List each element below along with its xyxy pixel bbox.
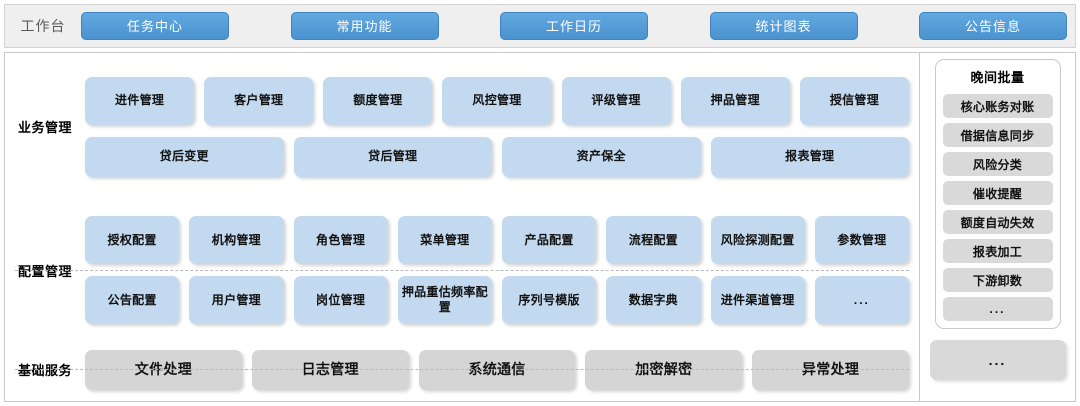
workbench-topbar: 工作台 任务中心 常用功能 工作日历 统计图表 公告信息	[4, 4, 1076, 48]
tab-statistics-chart[interactable]: 统计图表	[709, 12, 858, 40]
section-rows-business: 进件管理 客户管理 额度管理 风控管理 评级管理 押品管理 授信管理 贷后变更 …	[85, 76, 919, 177]
nightly-batch-box: 晚间批量 核心账务对账 借据信息同步 风险分类 催收提醒 额度自动失效 报表加工…	[934, 59, 1061, 329]
card-credit-granting-management[interactable]: 授信管理	[799, 76, 909, 125]
tab-work-calendar[interactable]: 工作日历	[500, 12, 648, 40]
section-label-basic: 基础服务	[17, 363, 72, 378]
batch-item-downstream-data-unload[interactable]: 下游卸数	[942, 268, 1053, 292]
tab-task-center[interactable]: 任务中心	[81, 12, 229, 40]
batch-item-core-accounting-reconciliation[interactable]: 核心账务对账	[942, 94, 1053, 118]
workbench-label: 工作台	[20, 18, 66, 34]
tab-announcement[interactable]: 公告信息	[919, 12, 1067, 40]
card-risk-control-management[interactable]: 风控管理	[442, 76, 552, 125]
divider-business-config	[15, 269, 909, 271]
card-data-dictionary[interactable]: 数据字典	[606, 276, 701, 324]
section-label-config: 配置管理	[17, 263, 72, 279]
architecture-stage: 业务管理 进件管理 客户管理 额度管理 风控管理 评级管理 押品管理 授信管理 …	[4, 52, 1076, 402]
section-label-business: 业务管理	[17, 120, 72, 135]
config-row-1: 授权配置 机构管理 角色管理 菜单管理 产品配置 流程配置 风险探测配置 参数管…	[85, 216, 909, 264]
card-incoming-channel-management[interactable]: 进件渠道管理	[710, 276, 805, 324]
batch-item-report-processing[interactable]: 报表加工	[942, 239, 1053, 263]
divider-config-basic	[15, 369, 909, 370]
batch-item-more[interactable]: ...	[942, 297, 1053, 321]
card-collateral-management[interactable]: 押品管理	[680, 76, 790, 125]
section-config-management: 配置管理 授权配置 机构管理 角色管理 菜单管理 产品配置 流程配置 风险探测配…	[5, 200, 919, 340]
card-role-management[interactable]: 角色管理	[293, 216, 388, 264]
card-product-config[interactable]: 产品配置	[502, 216, 597, 264]
batch-item-collection-reminder[interactable]: 催收提醒	[942, 181, 1053, 205]
batch-item-risk-classification[interactable]: 风险分类	[942, 152, 1053, 176]
card-incoming-management[interactable]: 进件管理	[85, 76, 195, 125]
card-post-loan-change[interactable]: 贷后变更	[85, 136, 284, 177]
card-authorization-config[interactable]: 授权配置	[85, 216, 180, 264]
card-risk-detection-config[interactable]: 风险探测配置	[710, 216, 805, 264]
section-rows-config: 授权配置 机构管理 角色管理 菜单管理 产品配置 流程配置 风险探测配置 参数管…	[85, 216, 919, 324]
section-basic-services: 基础服务 文件处理 日志管理 系统通信 加密解密 异常处理	[5, 340, 919, 399]
card-process-config[interactable]: 流程配置	[606, 216, 701, 264]
card-customer-management[interactable]: 客户管理	[204, 76, 314, 125]
batch-item-auto-credit-limit-expiry[interactable]: 额度自动失效	[942, 210, 1053, 234]
card-menu-management[interactable]: 菜单管理	[397, 216, 492, 264]
batch-item-loan-receipt-info-sync[interactable]: 借据信息同步	[942, 123, 1053, 147]
card-collateral-revaluation-frequency-config[interactable]: 押品重估频率配置	[397, 276, 492, 324]
card-credit-limit-management[interactable]: 额度管理	[323, 76, 433, 125]
card-post-management[interactable]: 岗位管理	[293, 276, 388, 324]
section-business-management: 业务管理 进件管理 客户管理 额度管理 风控管理 评级管理 押品管理 授信管理 …	[5, 53, 919, 200]
card-announcement-config[interactable]: 公告配置	[85, 276, 180, 324]
card-parameter-management[interactable]: 参数管理	[814, 216, 909, 264]
topbar-tab-list: 任务中心 常用功能 工作日历 统计图表 公告信息	[81, 12, 1075, 40]
business-row-1: 进件管理 客户管理 额度管理 风控管理 评级管理 押品管理 授信管理	[85, 76, 909, 125]
nightly-batch-title: 晚间批量	[970, 70, 1025, 85]
card-config-more[interactable]: ...	[814, 276, 909, 324]
config-row-2: 公告配置 用户管理 岗位管理 押品重估频率配置 序列号模版 数据字典 进件渠道管…	[85, 276, 909, 324]
main-module-panel: 业务管理 进件管理 客户管理 额度管理 风控管理 评级管理 押品管理 授信管理 …	[4, 52, 920, 402]
business-row-2: 贷后变更 贷后管理 资产保全 报表管理	[85, 136, 909, 177]
card-asset-preservation[interactable]: 资产保全	[502, 136, 701, 177]
card-organization-management[interactable]: 机构管理	[189, 216, 284, 264]
card-report-management[interactable]: 报表管理	[710, 136, 909, 177]
card-rating-management[interactable]: 评级管理	[561, 76, 671, 125]
card-post-loan-management[interactable]: 贷后管理	[293, 136, 492, 177]
right-panel-more-button[interactable]: ...	[929, 340, 1066, 380]
tab-common-functions[interactable]: 常用功能	[290, 12, 439, 40]
right-side-panel: 晚间批量 核心账务对账 借据信息同步 风险分类 催收提醒 额度自动失效 报表加工…	[920, 52, 1076, 402]
card-user-management[interactable]: 用户管理	[189, 276, 284, 324]
card-serial-number-template[interactable]: 序列号模版	[502, 276, 597, 324]
